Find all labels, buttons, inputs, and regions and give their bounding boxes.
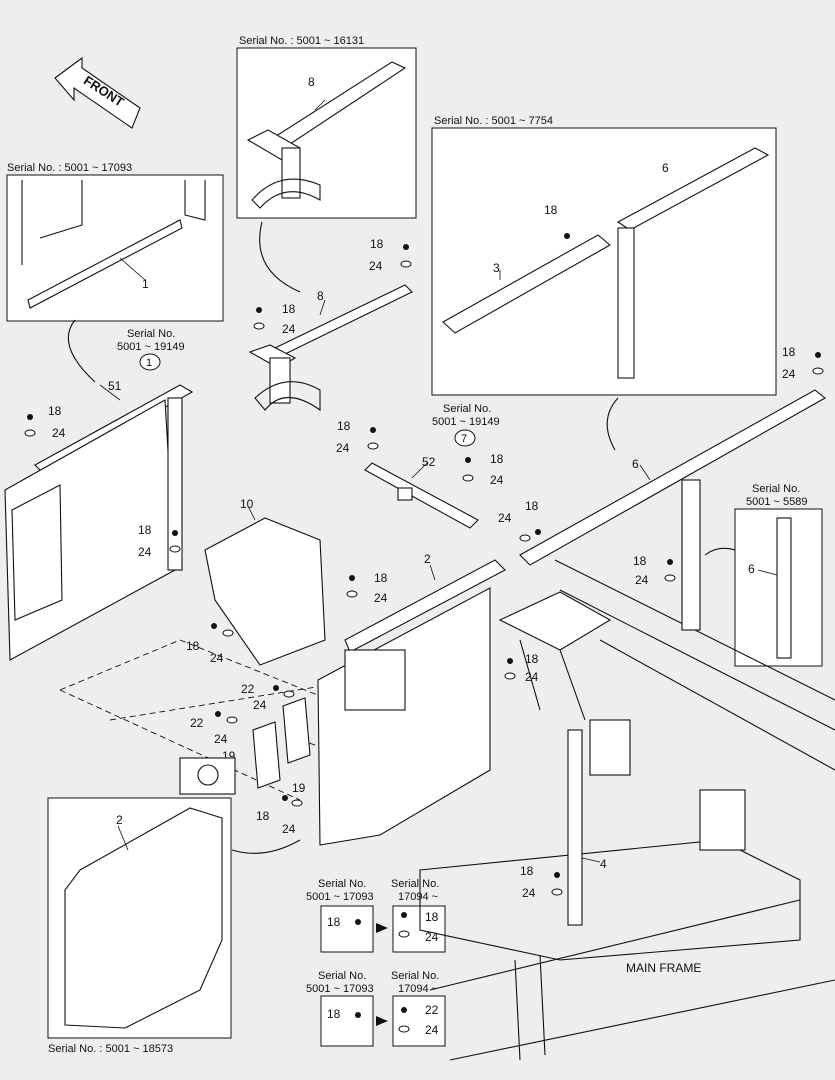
part-19: 19 19 [179,697,311,795]
callout-8b: 8 [317,289,324,303]
callout-b24-13: 24 [525,670,539,684]
bolt-table-1-lh1: Serial No. [318,878,366,890]
callout-51: 51 [108,379,122,393]
part-8: 8 [248,221,413,412]
callout-b18-15: 18 [256,809,270,823]
callout-b18-2: 18 [370,237,384,251]
callout-b24-9: 24 [138,545,152,559]
callout-2b: 2 [116,813,123,827]
callout-b18-13: 18 [525,652,539,666]
bolt-table-2-right-top: 22 [425,1003,439,1017]
note7-circle: 7 [461,433,467,445]
callout-b24-5: 24 [336,441,350,455]
bolt-table-1-lh2: 5001 ~ 17093 [306,891,374,903]
callout-b18-7: 18 [782,345,796,359]
part-10: 10 [204,497,326,666]
bolt-table-1-rh2: 17094 ~ [398,891,438,903]
callout-b18-5: 18 [337,419,351,433]
part-52: 52 Serial No. 5001 ~ 19149 7 [364,403,500,529]
callout-b18-8: 18 [525,499,539,513]
callout-10: 10 [240,497,254,511]
callout-b22-1: 22 [241,682,255,696]
inset-part-8-serial: Serial No. : 5001 ~ 16131 [239,35,364,47]
callout-3: 3 [493,261,500,275]
callout-4: 4 [600,857,607,871]
callout-b24-11: 24 [635,573,649,587]
callout-19b: 19 [292,781,306,795]
callout-b24-12: 24 [210,651,224,665]
callout-b18-4: 18 [48,404,62,418]
bolt-table-2-lh2: 5001 ~ 17093 [306,983,374,995]
note1-l2: 5001 ~ 19149 [117,341,185,353]
main-frame: MAIN FRAME [419,559,835,1061]
front-arrow: FRONT [54,56,141,129]
callout-b18-9: 18 [138,523,152,537]
inset-part-6: Serial No. 5001 ~ 5589 6 [734,483,823,667]
callout-6a: 6 [662,161,669,175]
note7-l1: Serial No. [443,403,491,415]
inset-part-1: Serial No. : 5001 ~ 17093 1 [6,162,224,322]
part-4: 4 [567,729,607,926]
inset-part-2-serial: Serial No. : 5001 ~ 18573 [48,1043,173,1055]
inset-part-1-serial: Serial No. : 5001 ~ 17093 [7,162,132,174]
callout-b24-14: 24 [522,886,536,900]
callout-b18-10: 18 [374,571,388,585]
callout-b24-6: 24 [490,473,504,487]
callout-b24-15: 24 [282,822,296,836]
callout-b24-8: 24 [498,511,512,525]
callout-b18-1: 18 [544,203,558,217]
bolt-table-2-right-bottom: 24 [425,1023,439,1037]
center-bracket [498,591,612,721]
callout-b24-7: 24 [782,367,796,381]
bolt-table-2-rh1: Serial No. [391,970,439,982]
bolt-table-1-left: 18 [327,915,341,929]
bolt-table-2-lh1: Serial No. [318,970,366,982]
bolt-table-1-rh1: Serial No. [391,878,439,890]
callout-1: 1 [142,277,149,291]
callout-6b: 6 [632,457,639,471]
callout-b22-2: 22 [190,716,204,730]
bolt-table-2: Serial No. 5001 ~ 17093 Serial No. 17094… [306,970,446,1047]
callout-b18-6: 18 [490,452,504,466]
callout-b24-4: 24 [52,426,66,440]
inset-part-6-serial-1: Serial No. [752,483,800,495]
callout-52: 52 [422,455,436,469]
bolt-callouts: 18 24 18 24 18 24 18 24 18 24 18 24 18 2… [24,237,824,1033]
inset-part-3-6-serial: Serial No. : 5001 ~ 7754 [434,115,553,127]
bolt-table-2-rh2: 17094 ~ [398,983,438,995]
callout-8a: 8 [308,75,315,89]
inset-part-8: Serial No. : 5001 ~ 16131 8 [236,35,417,219]
bolt-table-2-left: 18 [327,1007,341,1021]
callout-b24-16: 24 [253,698,267,712]
callout-b24-10: 24 [374,591,388,605]
inset-part-3-6: Serial No. : 5001 ~ 7754 3 6 18 [431,115,777,396]
inset-part-2: Serial No. : 5001 ~ 18573 2 [47,797,232,1055]
callout-b18-14: 18 [520,864,534,878]
bolt-table-1: Serial No. 5001 ~ 17093 Serial No. 17094… [306,878,446,953]
part-51: 51 Serial No. 5001 ~ 19149 1 [4,319,194,661]
callout-b18-3: 18 [282,302,296,316]
callout-2a: 2 [424,552,431,566]
bolt-table-1-right-top: 18 [425,910,439,924]
main-frame-label: MAIN FRAME [626,961,701,975]
part-6: 6 [519,389,826,631]
callout-b24-3: 24 [282,322,296,336]
callout-b24-2: 24 [369,259,383,273]
part-2: 2 [231,552,506,854]
callout-b18-11: 18 [633,554,647,568]
note7-l2: 5001 ~ 19149 [432,416,500,428]
inset-part-6-serial-2: 5001 ~ 5589 [746,496,807,508]
callout-b18-12: 18 [186,639,200,653]
callout-6c: 6 [748,562,755,576]
callout-b24-17: 24 [214,732,228,746]
note1-l1: Serial No. [127,328,175,340]
note1-circle: 1 [146,357,152,369]
